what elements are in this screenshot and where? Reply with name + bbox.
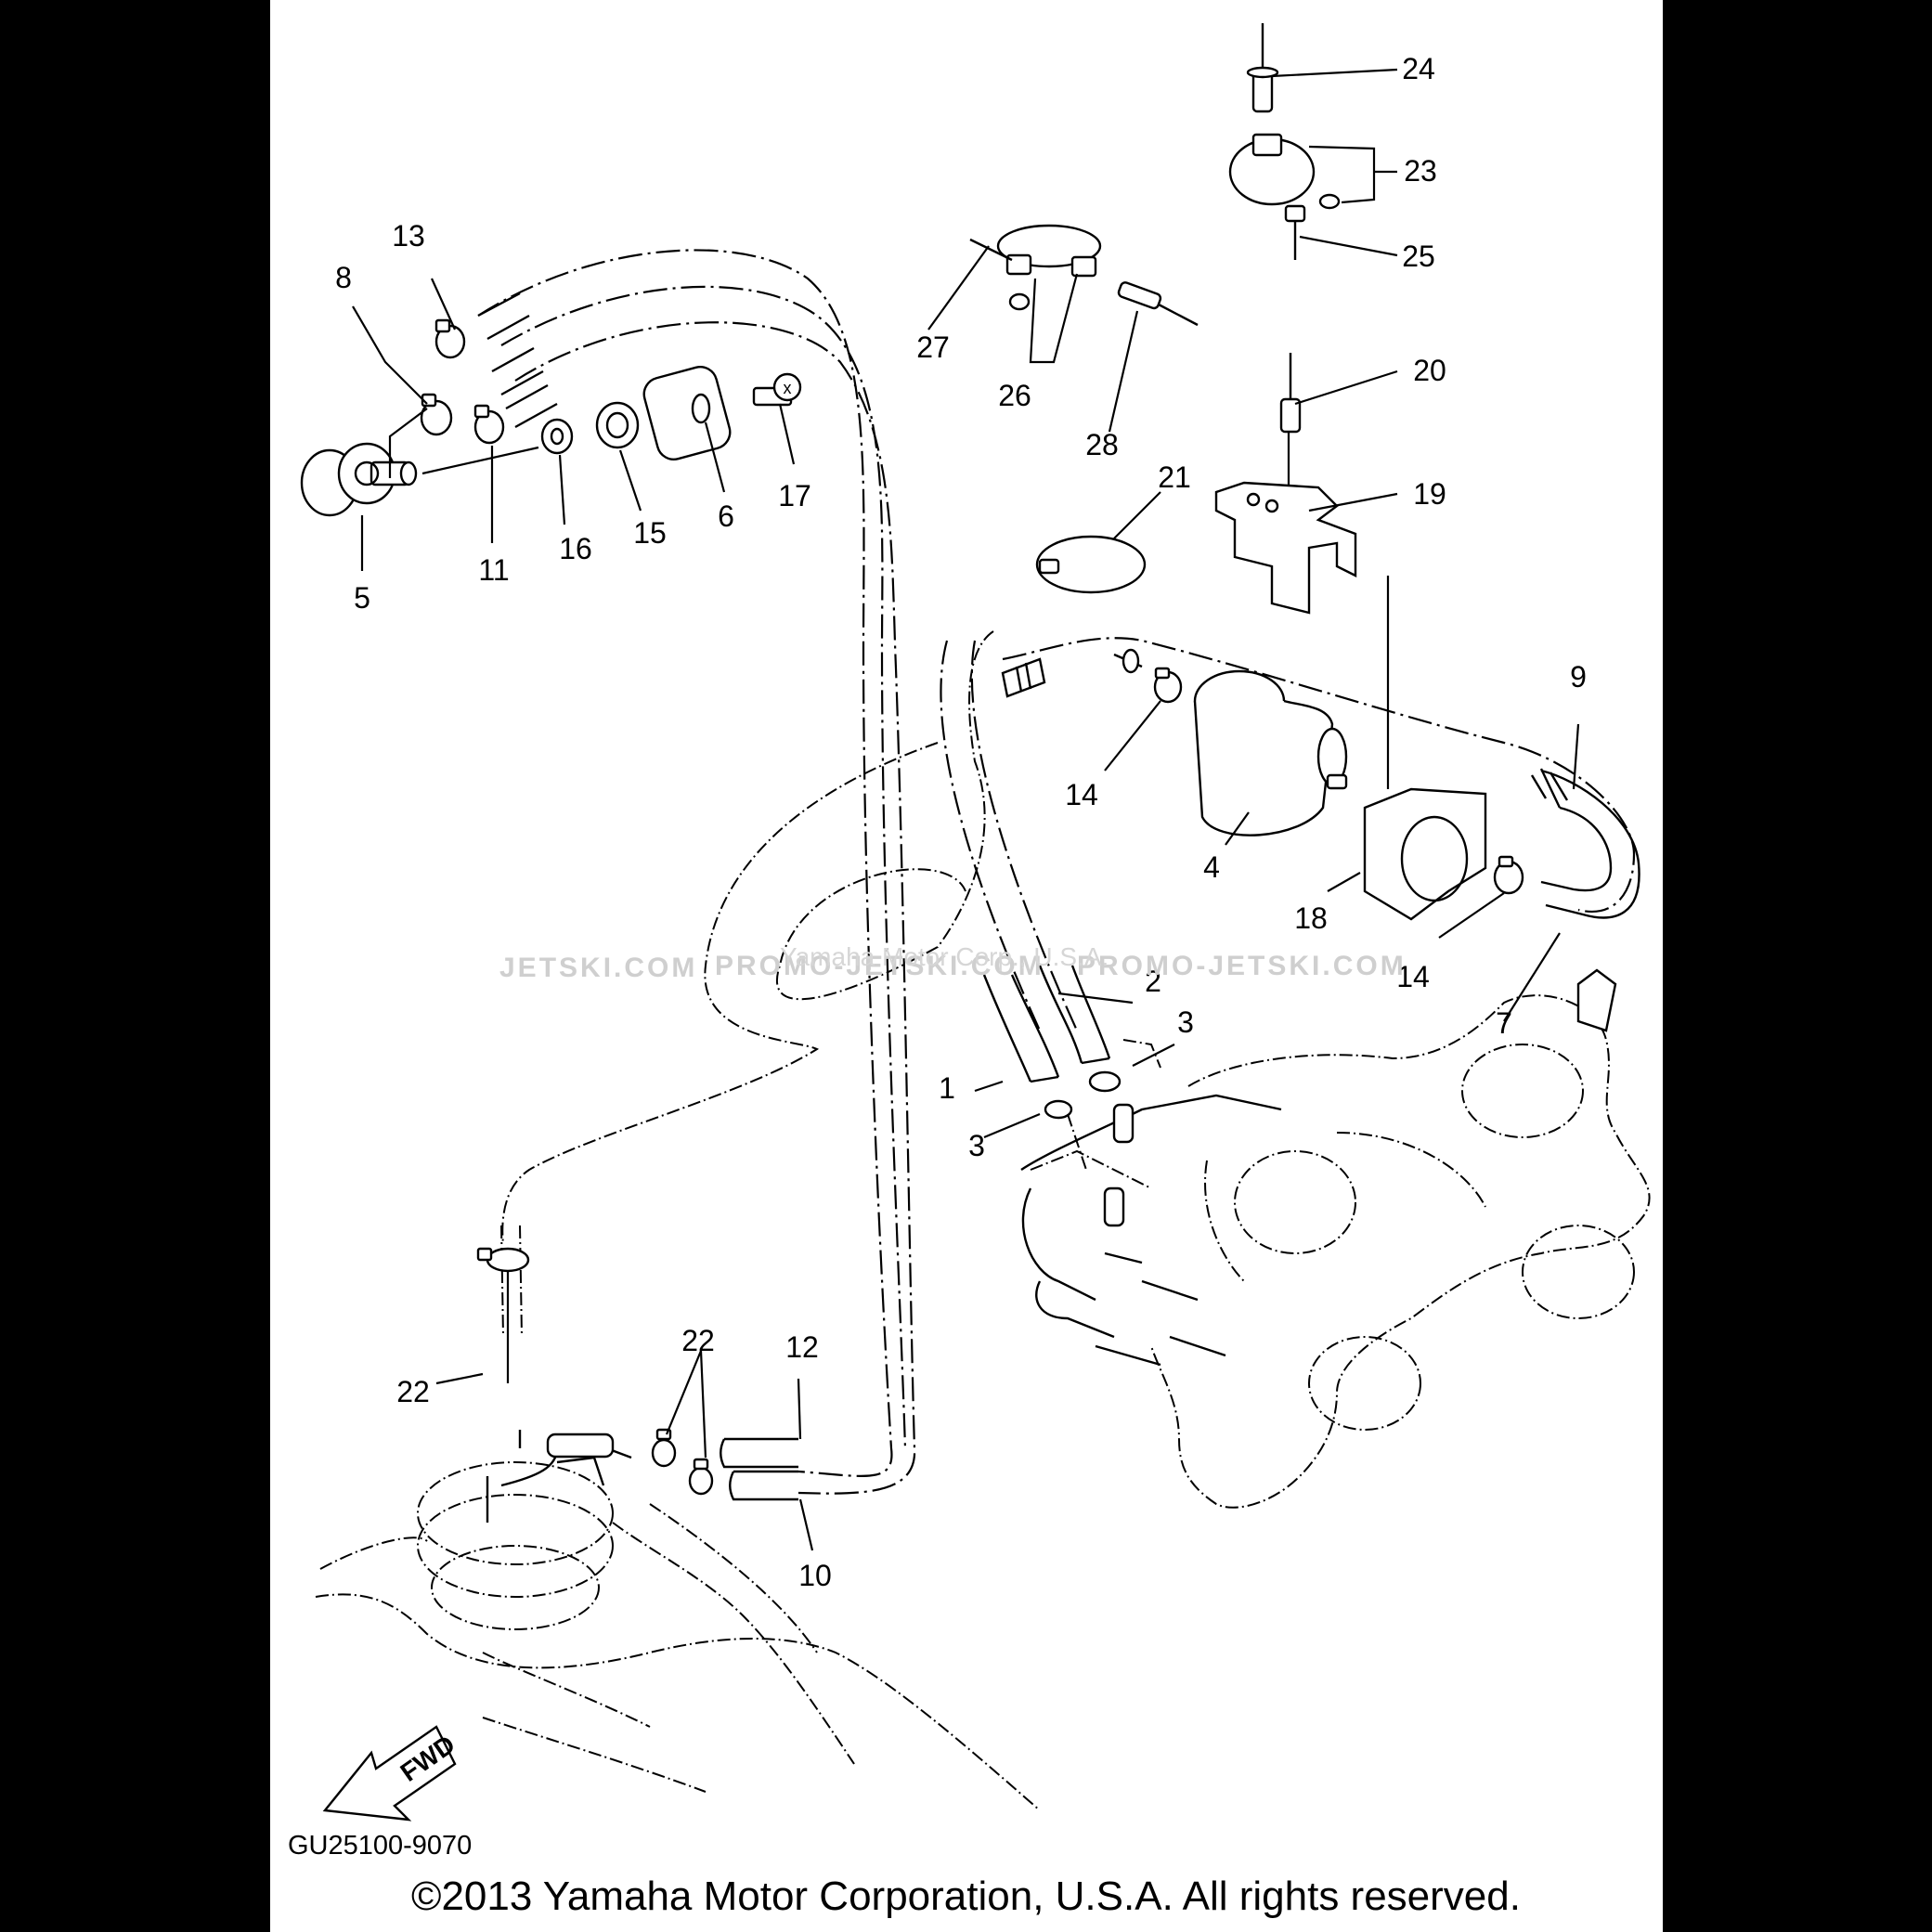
hose-clamp-22-left [476,1247,530,1273]
damper-6 [642,366,732,460]
callout-3-lower: 3 [968,1129,985,1162]
callout-25: 25 [1402,240,1435,273]
watermark: JETSKI.COM PROMO-JETSKI.COM PROMO-JETSKI… [499,942,1407,983]
hose-1 [982,974,1060,1083]
strap-clamp-26 [969,224,1102,311]
throttle-body-assembly [1020,968,1651,1509]
watermark-overlay: Yamaha Motor Corp., U.S.A. [780,942,1109,971]
callout-6: 6 [718,499,734,533]
hose-clamp-14-upper [1153,667,1183,704]
watermark-right: PROMO-JETSKI.COM [1077,951,1407,981]
hose-clamp-22-lower [688,1458,714,1496]
callout-12: 12 [785,1330,819,1364]
callout-10: 10 [798,1559,832,1592]
hose-clamp-3-lower [1044,1099,1073,1120]
strap-clamp-23 [1228,133,1341,260]
callout-labels: 1 2 3 3 4 5 6 7 8 9 10 11 12 13 14 14 15… [335,52,1587,1592]
callout-16: 16 [559,532,592,565]
callout-24: 24 [1402,52,1435,85]
callout-20: 20 [1413,354,1446,387]
grommet-15 [595,401,640,449]
callout-11: 11 [478,553,509,587]
callout-26: 26 [998,379,1031,412]
callout-4: 4 [1203,850,1220,884]
callout-14-upper: 14 [1065,778,1098,811]
hose-12 [720,1437,798,1469]
callout-17: 17 [778,479,811,512]
callout-23: 23 [1404,154,1437,188]
fuel-filter-4 [1193,669,1348,836]
screw-17: x [752,372,802,407]
callout-2: 2 [1145,965,1161,998]
hose-clamp-3-upper [1088,1070,1122,1093]
hose-end-left [477,292,558,429]
forward-arrow-icon: FWD [322,1725,460,1822]
callout-7: 7 [1496,1006,1512,1040]
callout-22-upper: 22 [681,1324,715,1357]
callout-18: 18 [1294,901,1328,935]
hose-short-upper [1001,648,1143,698]
callout-5: 5 [354,581,370,615]
watermark-middle: PROMO-JETSKI.COM [715,951,1044,981]
callout-13: 13 [392,219,425,253]
hose-clamp-11 [473,404,505,445]
callout-21: 21 [1158,460,1191,494]
hose-clamp-8 [420,393,453,436]
hose-2 [1038,965,1111,1065]
callout-27: 27 [916,331,950,364]
callout-19: 19 [1413,477,1446,511]
hose-clamp-14-lower [1493,855,1524,895]
callout-28: 28 [1085,428,1119,461]
callout-9: 9 [1570,660,1587,694]
fuel-pump-5 [300,442,418,517]
hose-9 [1530,768,1640,919]
copyright-notice: ©2013 Yamaha Motor Corporation, U.S.A. A… [411,1874,1521,1919]
callout-22-left: 22 [396,1375,430,1408]
callout-8: 8 [335,261,352,294]
rivet-28 [1117,281,1199,327]
leader-lines [352,68,1580,1551]
hose-clamp-13 [434,318,466,359]
hose-10 [729,1470,798,1501]
callout-1: 1 [939,1071,955,1105]
bracket-19 [1214,481,1357,615]
callout-14-lower: 14 [1396,960,1430,993]
watermark-left: JETSKI.COM [499,953,697,983]
hose-bundle-main [477,249,1636,1495]
filter-bracket-18 [1363,576,1487,921]
callout-15: 15 [633,516,667,550]
hose-clamp-22-middle [651,1428,677,1468]
rivet-24 [1246,23,1279,113]
diagram-code: GU25100-9070 [288,1831,473,1861]
fuel-tank [315,1430,1041,1811]
svg-text:x: x [784,379,792,397]
diagram-sheet [270,0,1663,1932]
callout-3-upper: 3 [1177,1005,1194,1039]
washer-16 [540,418,574,455]
band-21 [1035,535,1147,594]
